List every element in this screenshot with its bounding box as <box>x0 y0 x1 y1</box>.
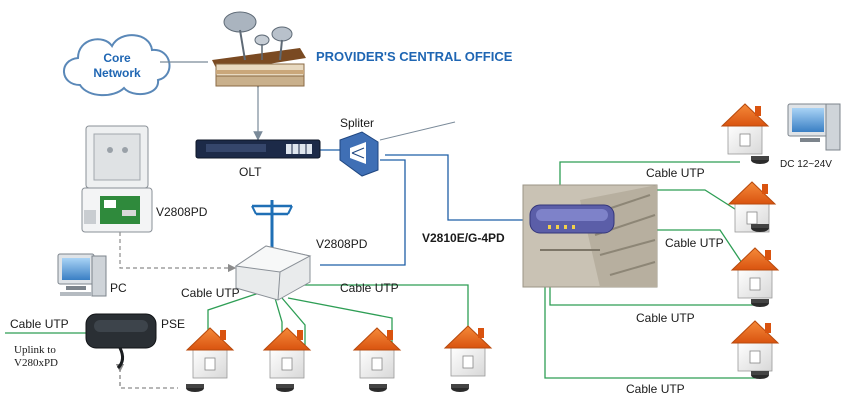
core-network-cloud <box>63 34 171 97</box>
central-office-icon <box>212 11 306 87</box>
cloud-label-line2: Network <box>93 66 141 80</box>
splitter-icon <box>339 131 379 177</box>
onu-1 <box>751 156 769 164</box>
house-6 <box>263 327 311 379</box>
indoor-unit-photo <box>522 184 658 288</box>
onu-7 <box>369 384 387 392</box>
pse-adapter-icon <box>85 313 157 370</box>
cable-label: Cable UTP <box>636 311 695 325</box>
onu-8 <box>451 384 469 392</box>
onu-3 <box>751 299 769 307</box>
house-1 <box>721 103 769 155</box>
onu-6 <box>276 384 294 392</box>
cable-label: Cable UTP <box>10 317 69 331</box>
pse-label: PSE <box>161 317 186 331</box>
onu-4 <box>751 371 769 379</box>
dashed-links <box>115 232 237 389</box>
uplink-label-line1: Uplink to <box>14 344 56 356</box>
house-7 <box>353 327 401 379</box>
outdoor-unit-icon <box>234 200 312 301</box>
pc-right-icon <box>787 103 841 151</box>
cable-label: Cable UTP <box>665 236 724 250</box>
splitter-label: Spliter <box>340 116 375 130</box>
dc-power-label: DC 12~24V <box>780 159 832 170</box>
pc-label: PC <box>110 281 127 295</box>
olt-device-icon <box>195 139 321 159</box>
cable-label: Cable UTP <box>340 281 399 295</box>
olt-label: OLT <box>239 165 262 179</box>
cable-label: Cable UTP <box>181 286 240 300</box>
house-3 <box>731 247 779 299</box>
distribution-cabinet-icon <box>81 125 153 233</box>
house-4 <box>731 320 779 372</box>
outdoor-unit-label: V2808PD <box>316 237 368 251</box>
cable-label: Cable UTP <box>646 166 705 180</box>
onu-2 <box>751 224 769 232</box>
indoor-unit-label: V2810E/G-4PD <box>422 231 505 245</box>
provider-title: PROVIDER'S CENTRAL OFFICE <box>316 49 513 64</box>
cloud-label-line1: Core <box>103 51 131 65</box>
fiber-lines <box>318 121 530 266</box>
cabinet-label: V2808PD <box>156 205 208 219</box>
house-8 <box>444 325 492 377</box>
house-5 <box>186 327 234 379</box>
pc-icon <box>57 253 107 297</box>
cable-label: Cable UTP <box>626 382 685 396</box>
uplink-label-line2: V280xPD <box>14 357 59 369</box>
onu-5 <box>186 384 204 392</box>
